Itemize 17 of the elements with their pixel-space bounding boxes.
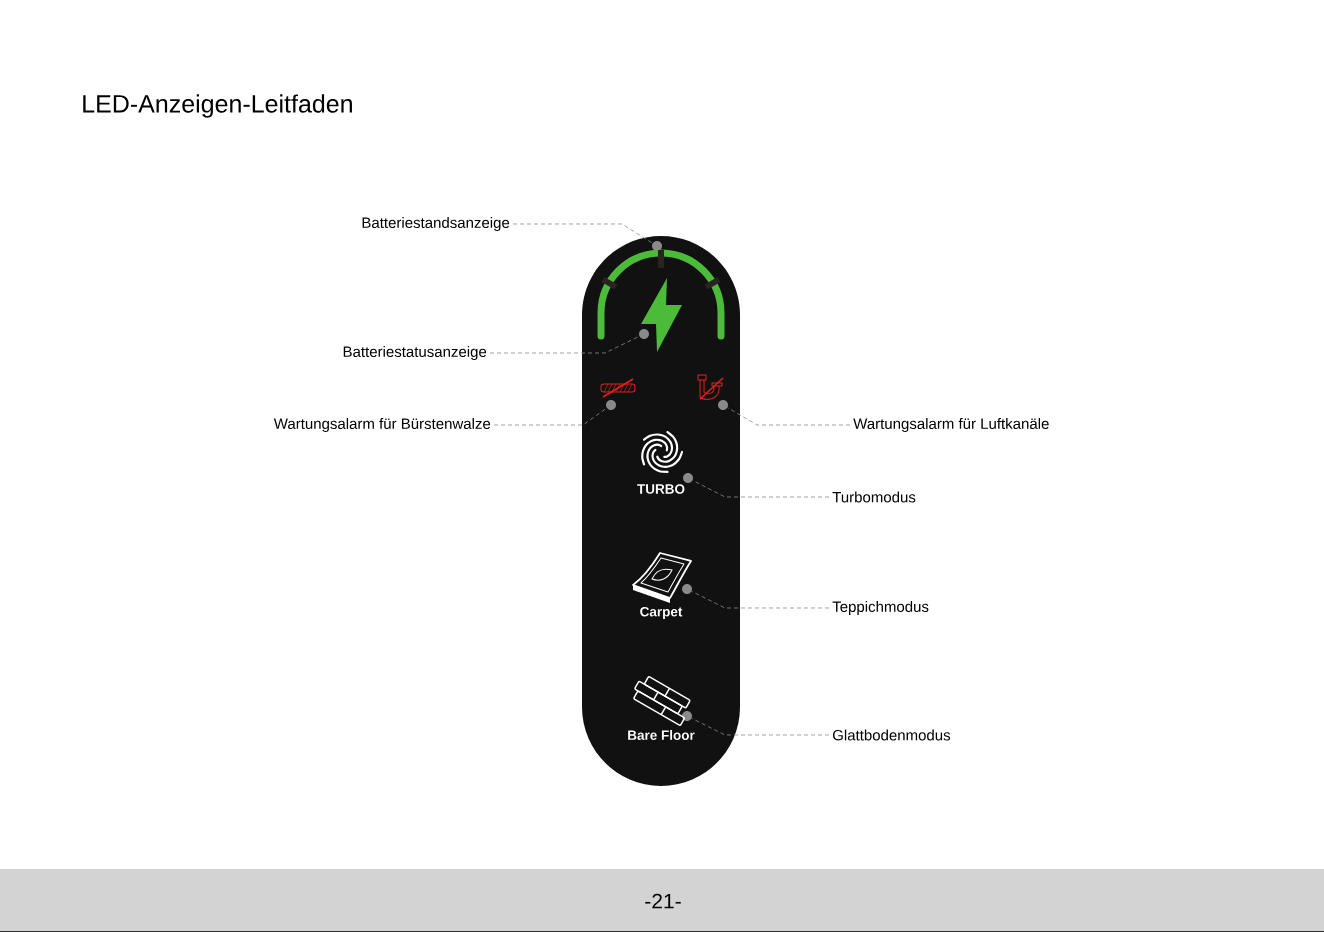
leader-line bbox=[691, 717, 830, 736]
leader-line bbox=[727, 407, 851, 426]
callout-label: Turbomodus bbox=[832, 491, 916, 503]
callout-label: Teppichmodus bbox=[832, 601, 929, 615]
mode-label: Carpet bbox=[640, 606, 683, 620]
callout-label: Batteriestandsanzeige bbox=[362, 217, 510, 231]
leader-line bbox=[692, 479, 830, 498]
mode-label: Bare Floor bbox=[628, 730, 695, 740]
leader-line bbox=[512, 223, 653, 244]
callout-label: Batteriestatusanzeige bbox=[343, 346, 487, 360]
mode-label: TURBO bbox=[637, 484, 685, 494]
leader-line bbox=[493, 407, 608, 426]
callout-label: Glattbodenmodus bbox=[832, 729, 951, 741]
page-title: LED-Anzeigen-Leitfaden bbox=[83, 94, 352, 118]
page-number: -21- bbox=[645, 893, 681, 909]
callout-label: Wartungsalarm für Luftkanäle bbox=[853, 418, 1049, 432]
callout-label: Wartungsalarm für Bürstenwalze bbox=[273, 418, 491, 432]
